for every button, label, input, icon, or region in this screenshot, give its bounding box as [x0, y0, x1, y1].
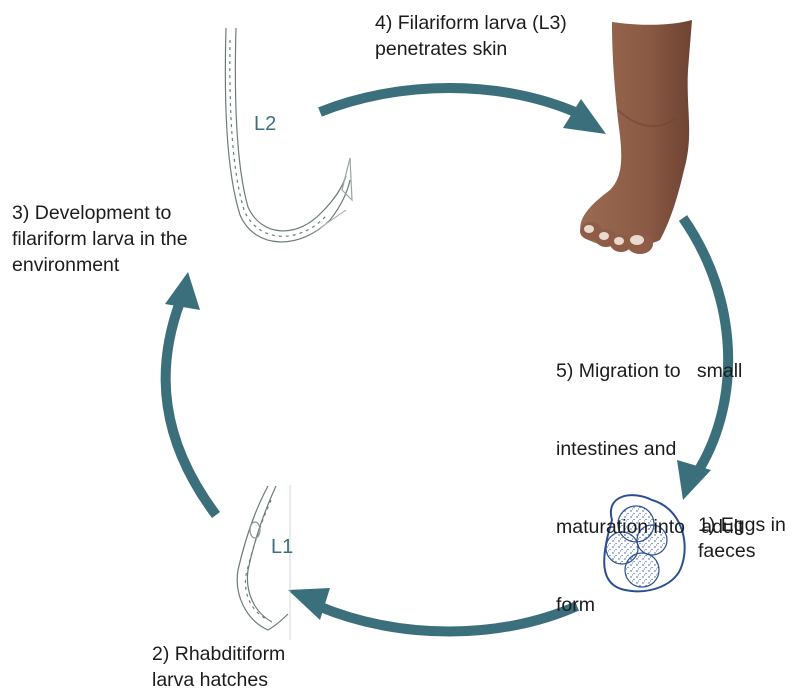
- step-5-label: 5) Migration to small intestines and mat…: [556, 306, 744, 644]
- arrow-head-l1: [288, 588, 330, 620]
- step-5-line-4: form: [556, 592, 744, 618]
- step-2-line-1: 2) Rhabditiform: [152, 641, 285, 667]
- l1-tag: L1: [271, 536, 293, 558]
- l2-larva-icon: [225, 28, 352, 242]
- arrow-head-foot: [563, 99, 606, 134]
- arrow-to-foot: [320, 88, 575, 112]
- step-3-line-3: environment: [12, 252, 188, 278]
- step-5-line-1: 5) Migration to small: [556, 358, 744, 384]
- l2-tag: L2: [254, 113, 276, 135]
- arrow-to-l2: [166, 302, 216, 515]
- step-4-line-2: penetrates skin: [375, 36, 567, 62]
- arrow-to-l1: [318, 606, 577, 632]
- step-3-label: 3) Development to filariform larva in th…: [12, 200, 188, 278]
- step-5-line-2: intestines and: [556, 436, 744, 462]
- foot-icon: [580, 20, 692, 254]
- step-2-line-2: larva hatches: [152, 667, 285, 693]
- step-3-line-1: 3) Development to: [12, 200, 188, 226]
- step-3-line-2: filariform larva in the: [12, 226, 188, 252]
- step-1-line-2: faeces: [698, 538, 786, 564]
- step-1-label: 1) Eggs in faeces: [698, 512, 786, 564]
- step-1-line-1: 1) Eggs in: [698, 512, 786, 538]
- step-2-label: 2) Rhabditiform larva hatches: [152, 641, 285, 693]
- step-4-line-1: 4) Filariform larva (L3): [375, 10, 567, 36]
- step-4-label: 4) Filariform larva (L3) penetrates skin: [375, 10, 567, 62]
- l1-larva-icon: [237, 485, 290, 640]
